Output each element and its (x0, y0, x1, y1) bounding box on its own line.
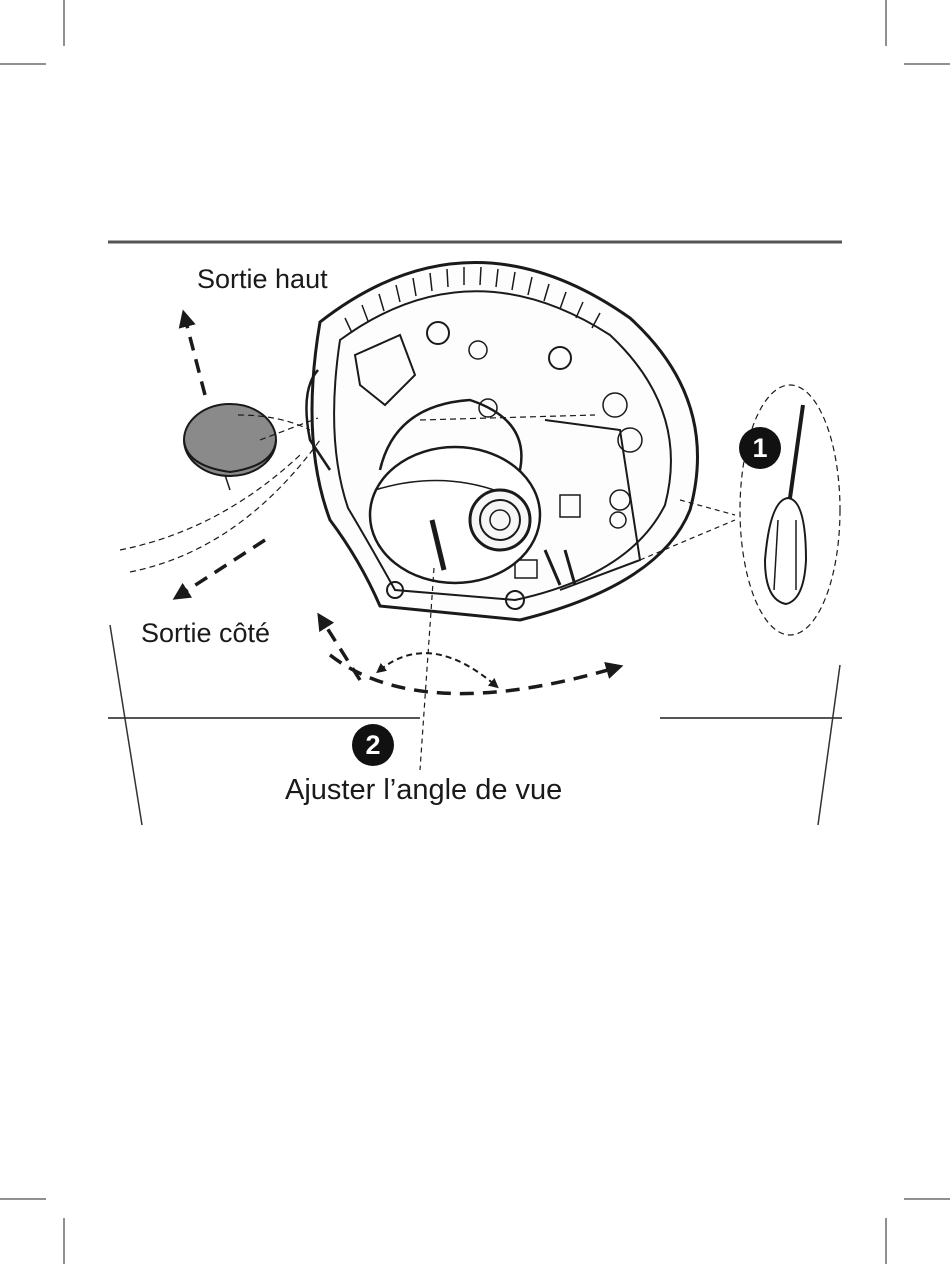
exit-side-label: Sortie côté (141, 620, 270, 647)
screwdriver-icon (740, 385, 840, 635)
arrow-exit-top (185, 318, 205, 395)
frame-left (110, 625, 142, 825)
tilt-arrows (380, 653, 495, 685)
frame-right (818, 665, 840, 825)
arrow-rotate-left (322, 620, 360, 680)
step-1-badge: 1 (739, 427, 781, 469)
arrow-rotate-right (330, 655, 615, 694)
exit-top-label: Sortie haut (197, 266, 328, 293)
step-2-badge: 2 (352, 724, 394, 766)
adjust-angle-label: Ajuster l’angle de vue (285, 776, 562, 805)
arrow-exit-side (180, 540, 265, 595)
